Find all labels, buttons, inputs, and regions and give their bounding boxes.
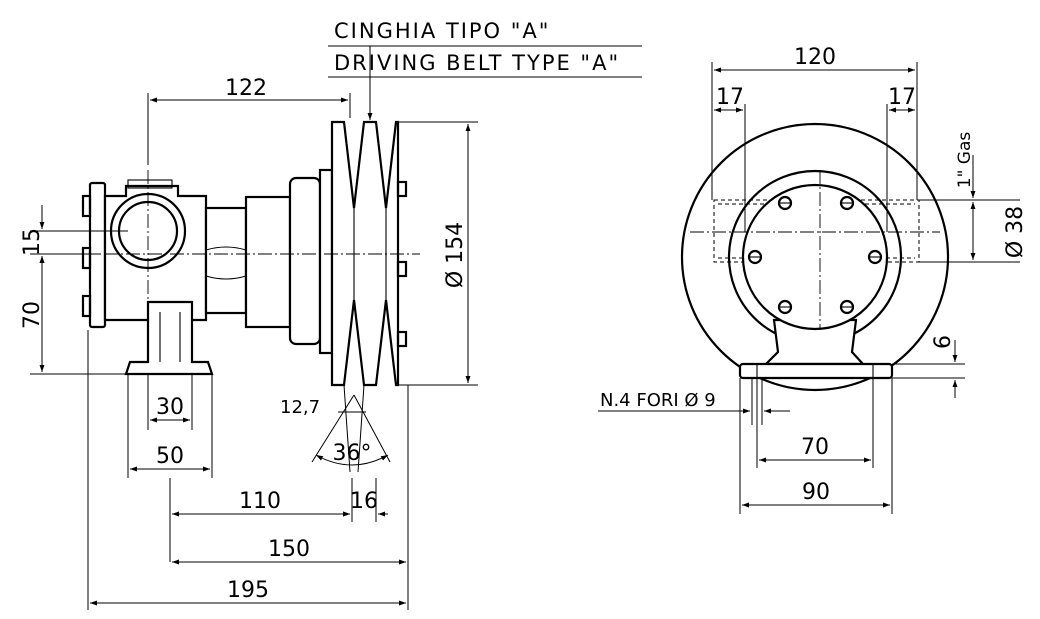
dim-12-7: 12,7 xyxy=(280,397,320,418)
dim-6: 6 xyxy=(931,335,956,349)
pulley-rim-outer xyxy=(680,122,950,392)
dim-50: 50 xyxy=(156,444,184,469)
dim-pulley-diameter: Ø 154 xyxy=(443,222,468,288)
drive-pulley xyxy=(330,120,400,387)
belt-label-italian: CINGHIA TIPO "A" xyxy=(334,19,550,43)
front-base-plate xyxy=(738,362,894,380)
dim-30: 30 xyxy=(156,395,184,420)
hub xyxy=(318,168,334,355)
dim-122: 122 xyxy=(225,76,267,101)
dim-16: 16 xyxy=(350,489,378,514)
dim-17-right: 17 xyxy=(888,85,916,110)
dim-port-diameter: Ø 38 xyxy=(1003,206,1028,258)
dim-90: 90 xyxy=(802,480,830,505)
suction-flange xyxy=(88,181,107,329)
dim-17-left: 17 xyxy=(716,85,744,110)
dim-70-right: 70 xyxy=(801,435,829,460)
hub-flange xyxy=(288,176,322,346)
belt-label-english: DRIVING BELT TYPE "A" xyxy=(334,51,620,75)
cover-flange xyxy=(741,183,889,331)
pump-body xyxy=(103,184,208,322)
mounting-holes-label: N.4 FORI Ø 9 xyxy=(600,390,716,411)
dim-70-left: 70 xyxy=(20,301,45,329)
dim-120: 120 xyxy=(794,45,836,70)
dim-110: 110 xyxy=(239,489,281,514)
dim-195: 195 xyxy=(227,578,269,603)
dim-15: 15 xyxy=(20,228,45,256)
pump-neck xyxy=(204,206,248,315)
port-size-label: 1" Gas xyxy=(955,132,975,189)
bearing-housing xyxy=(244,195,292,329)
side-view: 122 15 70 Ø 154 30 50 12,7 36° xyxy=(20,76,478,610)
belt-type-label: CINGHIA TIPO "A" DRIVING BELT TYPE "A" xyxy=(328,19,642,120)
dim-36-deg: 36° xyxy=(333,441,372,466)
dim-150: 150 xyxy=(268,537,310,562)
cover-bolts xyxy=(747,195,883,315)
front-view: 120 17 17 1" Gas Ø 38 6 N.4 FORI Ø 9 xyxy=(598,45,1028,514)
